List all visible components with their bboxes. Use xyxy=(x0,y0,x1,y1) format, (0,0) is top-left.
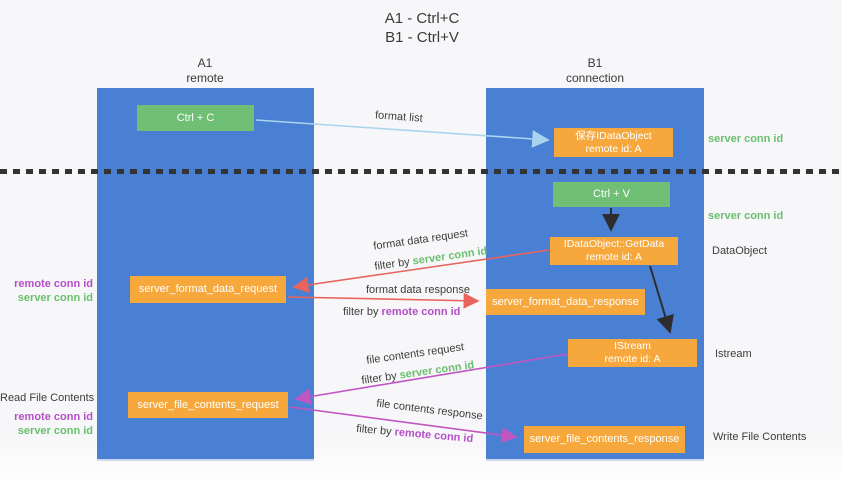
label-filter-by-remote-conn-id-2: filter by remote conn id xyxy=(356,423,474,445)
node-server-format-data-request-label: server_format_data_request xyxy=(138,283,278,295)
column-a1-name: A1 xyxy=(197,56,213,70)
label-format-data-response: format data response xyxy=(366,284,470,296)
dashed-divider-line xyxy=(0,169,842,174)
column-header-a1: A1 remote xyxy=(145,56,265,86)
right-label-dataobject: DataObject xyxy=(712,245,768,257)
diagram-title-line1: A1 - Ctrl+C xyxy=(384,10,460,27)
right-label-istream: Istream xyxy=(715,348,752,360)
right-label-write-file-contents: Write File Contents xyxy=(713,431,807,443)
left-label-remote-conn-id-2: remote conn id xyxy=(14,411,93,423)
node-server-file-contents-request-label: server_file_contents_request xyxy=(137,398,279,411)
node-idataobject-getdata-line2: remote id: A xyxy=(585,251,643,263)
left-label-remote-conn-id-1: remote conn id xyxy=(14,278,93,290)
node-server-file-contents-request: server_file_contents_request xyxy=(128,392,288,418)
left-label-read-file-contents: Read File Contents xyxy=(0,392,95,404)
left-label-server-conn-id-1: server conn id xyxy=(17,292,93,304)
column-b1-subtitle: connection xyxy=(565,71,625,85)
remote-conn-id-text: remote conn id xyxy=(394,426,474,446)
filter-by-text: filter by xyxy=(355,422,393,438)
node-server-format-data-request: server_format_data_request xyxy=(130,276,286,303)
node-server-file-contents-response-label: server_file_contents_response xyxy=(529,433,680,445)
server-conn-id-text: server conn id xyxy=(398,359,476,382)
node-idataobject-getdata-line1: IDataObject::GetData xyxy=(563,238,665,250)
node-istream-line1: IStream xyxy=(614,340,651,352)
right-label-server-conn-id-top: server conn id xyxy=(708,133,784,145)
column-b1-name: B1 xyxy=(587,56,603,70)
node-save-idataobject-line2: remote id: A xyxy=(585,142,642,155)
column-a1-subtitle: remote xyxy=(186,71,224,85)
diagram-title: A1 - Ctrl+C B1 - Ctrl+V xyxy=(312,9,532,47)
right-label-server-conn-id-mid: server conn id xyxy=(708,210,784,222)
server-conn-id-text: server conn id xyxy=(411,245,489,268)
filter-by-text: filter by xyxy=(373,256,411,273)
node-save-idataobject: 保存IDataObject remote id: A xyxy=(554,128,673,157)
diagram-title-line2: B1 - Ctrl+V xyxy=(385,29,459,46)
node-ctrl-c: Ctrl + C xyxy=(137,105,254,131)
label-file-contents-response: file contents response xyxy=(375,397,484,423)
node-server-format-data-response: server_format_data_response xyxy=(486,289,645,315)
column-header-b1: B1 connection xyxy=(535,56,655,86)
filter-by-text: filter by xyxy=(360,370,398,387)
arrow-format-data-response xyxy=(287,292,480,309)
label-format-list: format list xyxy=(374,109,424,125)
node-server-format-data-response-label: server_format_data_response xyxy=(492,295,639,308)
remote-conn-id-text: remote conn id xyxy=(381,306,461,318)
node-idataobject-getdata: IDataObject::GetData remote id: A xyxy=(550,237,678,265)
node-server-file-contents-response: server_file_contents_response xyxy=(524,426,685,453)
left-label-server-conn-id-2: server conn id xyxy=(17,425,93,437)
node-istream: IStream remote id: A xyxy=(568,339,697,367)
node-ctrl-v: Ctrl + V xyxy=(553,182,670,207)
label-filter-by-remote-conn-id-1: filter by remote conn id xyxy=(343,306,460,318)
filter-by-text: filter by xyxy=(343,306,379,318)
node-save-idataobject-line1: 保存IDataObject xyxy=(575,129,652,142)
node-ctrl-c-label: Ctrl + C xyxy=(176,111,215,124)
node-ctrl-v-label: Ctrl + V xyxy=(593,188,630,200)
node-istream-line2: remote id: A xyxy=(604,353,661,365)
